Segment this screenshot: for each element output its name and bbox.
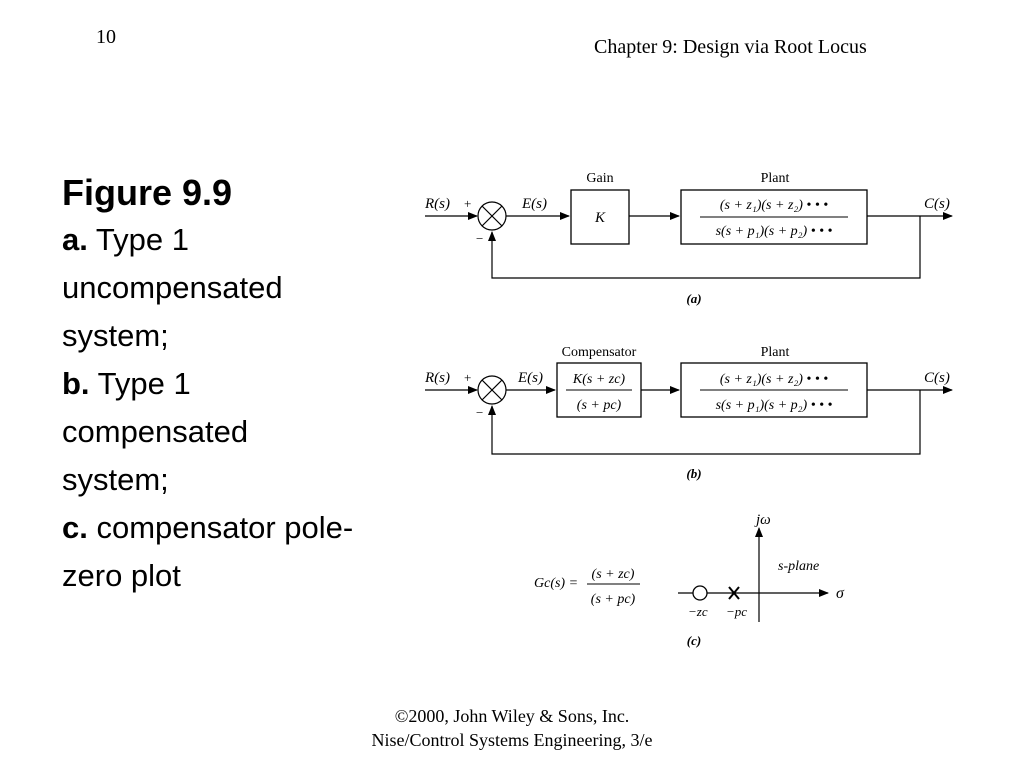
- a-output-label: C(s): [924, 196, 950, 212]
- b-figure-label: (b): [686, 466, 701, 481]
- b-compensator-numerator: K(s + zc): [572, 372, 626, 387]
- a-input-label: R(s): [424, 196, 450, 212]
- b-plant-title: Plant: [761, 345, 790, 360]
- b-minus-sign: −: [476, 405, 483, 420]
- footer-book-title: Nise/Control Systems Engineering, 3/e: [371, 730, 653, 750]
- b-feedback-path: [488, 390, 921, 455]
- c-gc-denominator: (s + pc): [591, 592, 636, 607]
- a-summing-junction: [477, 201, 507, 231]
- chapter-title: Chapter 9: Design via Root Locus: [594, 36, 867, 58]
- diagram-c: Gc(s) = (s + zc) (s + pc) jω σ s-plane −…: [534, 512, 845, 648]
- c-pole-marker: [728, 586, 740, 600]
- caption-a-label: a.: [62, 222, 88, 257]
- c-gc-numerator: (s + zc): [592, 567, 635, 582]
- c-zero-marker: [692, 585, 708, 601]
- caption-a-text: Type 1 uncompensated system;: [62, 222, 283, 353]
- diagram-b: R(s) + − E(s) Compensator K(s + zc) (s +…: [424, 345, 953, 481]
- c-pole-label: −pc: [726, 604, 747, 619]
- a-gain-title: Gain: [586, 171, 613, 186]
- page-number: 10: [96, 26, 116, 48]
- c-gc-lhs: Gc(s) =: [534, 576, 578, 591]
- block-diagram-figure: R(s) + − E(s) Gain K Plant (s + z₁)(s + …: [424, 171, 953, 648]
- b-plant-denominator: s(s + p₁)(s + p₂) • • •: [716, 398, 833, 413]
- c-sigma-label: σ: [836, 585, 845, 602]
- c-zero-label: −zc: [688, 604, 708, 619]
- footer-copyright: ©2000, John Wiley & Sons, Inc.: [394, 706, 630, 726]
- a-gain-block: [570, 189, 630, 245]
- b-output-label: C(s): [924, 370, 950, 386]
- b-compensator-denominator: (s + pc): [577, 398, 622, 413]
- a-plant-title: Plant: [761, 171, 790, 186]
- b-summing-junction: [477, 375, 507, 405]
- caption-b-label: b.: [62, 366, 90, 401]
- a-error-label: E(s): [521, 196, 547, 212]
- a-figure-label: (a): [686, 291, 701, 306]
- a-plant-numerator: (s + z₁)(s + z₂) • • •: [720, 198, 828, 213]
- c-figure-label: (c): [687, 633, 701, 648]
- a-minus-sign: −: [476, 231, 483, 246]
- figure-caption: Figure 9.9 a. Type 1 uncompensated syste…: [62, 170, 362, 600]
- a-plus-sign: +: [464, 196, 471, 211]
- caption-c-text: compensator pole-zero plot: [62, 510, 354, 593]
- b-error-label: E(s): [517, 370, 543, 386]
- b-plus-sign: +: [464, 370, 471, 385]
- c-splane-label: s-plane: [778, 559, 819, 574]
- figure-title: Figure 9.9: [62, 172, 233, 213]
- a-gain-value: K: [594, 210, 606, 226]
- b-plant-numerator: (s + z₁)(s + z₂) • • •: [720, 372, 828, 387]
- a-feedback-path: [488, 216, 921, 279]
- b-compensator-title: Compensator: [562, 345, 637, 360]
- b-input-label: R(s): [424, 370, 450, 386]
- caption-b-text: Type 1 compensated system;: [62, 366, 249, 497]
- caption-c-label: c.: [62, 510, 88, 545]
- footer: ©2000, John Wiley & Sons, Inc. Nise/Cont…: [0, 704, 1024, 752]
- a-plant-denominator: s(s + p₁)(s + p₂) • • •: [716, 224, 833, 239]
- diagram-a: R(s) + − E(s) Gain K Plant (s + z₁)(s + …: [424, 171, 953, 306]
- c-jw-label: jω: [754, 512, 771, 528]
